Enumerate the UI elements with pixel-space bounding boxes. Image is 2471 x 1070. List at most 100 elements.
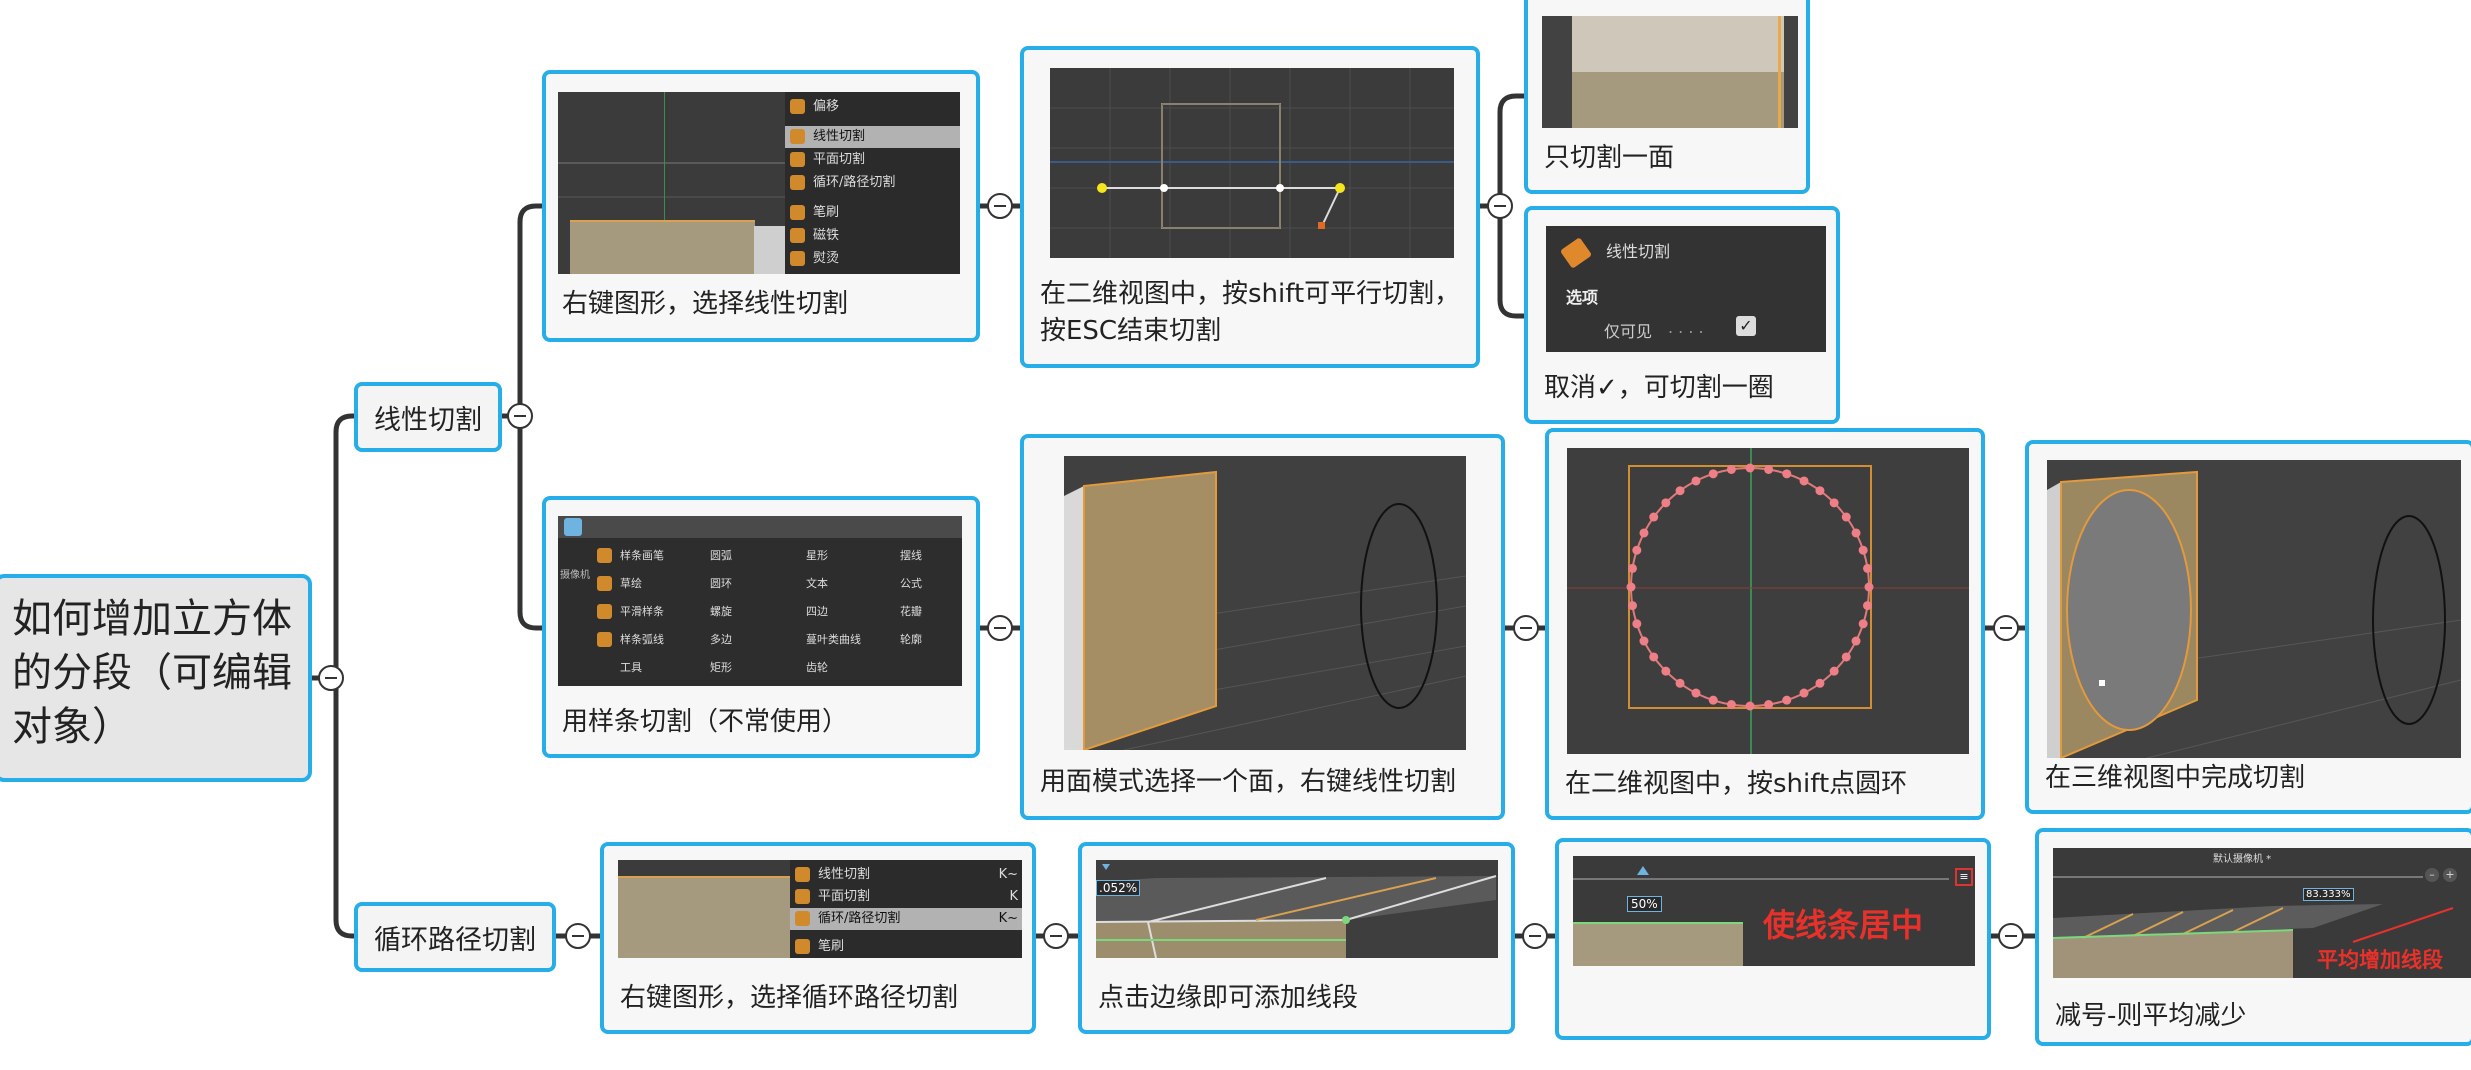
menu-item[interactable]: 四边 <box>778 598 868 626</box>
menu-item[interactable]: 星形 <box>778 542 868 570</box>
menu-item[interactable]: 轮廓 <box>872 626 962 654</box>
card-click-edge-add[interactable]: .052% 点击边缘即可添加线段 <box>1078 842 1515 1034</box>
menu-item-selected[interactable]: 线性切割 <box>785 126 960 148</box>
card-right-click-linear-cut[interactable]: 偏移 线性切割 平面切割 循环/路径切割 笔刷 磁铁 熨烫 右键图形，选择线性切… <box>542 70 980 342</box>
slider-marker[interactable] <box>1637 866 1649 875</box>
circle-point <box>1859 619 1868 628</box>
card-caption: 减号-则平均减少 <box>2055 998 2459 1035</box>
screenshot-one-face <box>1542 16 1798 128</box>
card-minus-reduce[interactable]: 默认摄像机 * – + 83.333% 平均增加线段 减号-则平均减少 <box>2035 828 2471 1046</box>
collapse-button[interactable] <box>507 403 533 429</box>
menu-item[interactable]: 圆弧 <box>682 542 764 570</box>
knife-icon <box>790 129 805 144</box>
menu-item[interactable]: 熨烫 <box>785 248 960 270</box>
screenshot-spline-menu: 摄像机 样条画笔 草绘 平滑样条 样条弧线工具 圆弧 圆环 螺旋 多边 矩形 星… <box>558 516 962 686</box>
menu-item[interactable]: 文本 <box>778 570 868 598</box>
circle-point <box>1815 486 1824 495</box>
magnet-icon <box>790 228 805 243</box>
circle-point <box>1815 679 1824 688</box>
card-3d-finish-cut[interactable]: 在三维视图中完成切割 <box>2025 440 2471 814</box>
circle-point <box>1842 513 1851 522</box>
menu-item[interactable]: 样条弧线工具 <box>592 626 674 654</box>
card-caption: 在二维视图中，按shift可平行切割，按ESC结束切割 <box>1040 276 1464 350</box>
topic-loop-cut[interactable]: 循环路径切割 <box>354 902 556 972</box>
menu-item[interactable]: 草绘 <box>592 570 674 598</box>
card-2d-circle[interactable]: 在二维视图中，按shift点圆环 <box>1545 428 1985 820</box>
knife-icon <box>795 867 810 882</box>
menu-item[interactable]: 公式 <box>872 570 962 598</box>
circle-point <box>1676 679 1685 688</box>
circle-point <box>1852 637 1861 646</box>
card-caption: 右键图形，选择线性切割 <box>562 286 964 323</box>
card-center-line[interactable]: ≡ 50% 使线条居中 <box>1555 838 1991 1040</box>
tool-name: 线性切割 <box>1606 238 1670 262</box>
menu-item[interactable]: 圆环 <box>682 570 764 598</box>
circle-point <box>1746 702 1755 711</box>
card-caption: 用样条切割（不常使用） <box>562 704 964 741</box>
menu-item[interactable]: 磁铁 <box>785 225 960 247</box>
menu-item[interactable]: 蔓叶类曲线 <box>778 626 868 654</box>
checkbox-visible-only[interactable]: ✓ <box>1736 316 1756 336</box>
menu-item[interactable]: 平滑样条 <box>592 598 674 626</box>
circle-point <box>1764 700 1773 709</box>
card-spline-cut[interactable]: 摄像机 样条画笔 草绘 平滑样条 样条弧线工具 圆弧 圆环 螺旋 多边 矩形 星… <box>542 496 980 758</box>
plane-cut-icon <box>795 889 810 904</box>
card-caption: 用面模式选择一个面，右键线性切割 <box>1040 764 1489 801</box>
circle-point <box>1632 546 1641 555</box>
menu-item[interactable]: 矩形 <box>682 654 764 682</box>
collapse-button[interactable] <box>1993 615 2019 641</box>
circle-point <box>1863 601 1872 610</box>
card-cut-loop-option[interactable]: 线性切割 选项 仅可见 . . . . ✓ 取消✓，可切割一圈 <box>1524 206 1840 424</box>
collapse-button[interactable] <box>987 193 1013 219</box>
percentage-label: 50% <box>1627 896 1662 912</box>
cube-shape <box>618 876 808 958</box>
collapse-button[interactable] <box>1522 923 1548 949</box>
side-label: 摄像机 <box>560 566 590 581</box>
card-face-mode-cut[interactable]: 用面模式选择一个面，右键线性切割 <box>1020 434 1505 820</box>
context-menu: 偏移 线性切割 平面切割 循环/路径切割 笔刷 磁铁 熨烫 <box>785 92 960 274</box>
menu-icon[interactable]: ≡ <box>1955 868 1973 886</box>
card-2d-parallel-cut[interactable]: 在二维视图中，按shift可平行切割，按ESC结束切割 <box>1020 46 1480 368</box>
circle-point <box>1863 564 1872 573</box>
spline-col-2: 圆弧 圆环 螺旋 多边 矩形 <box>682 542 764 682</box>
menu-item[interactable]: 循环/路径切割 <box>785 172 960 194</box>
menu-item[interactable]: 偏移 <box>785 96 960 118</box>
circle-point <box>1649 513 1658 522</box>
collapse-button[interactable] <box>987 615 1013 641</box>
menu-item[interactable]: 多边 <box>682 626 764 654</box>
collapse-button[interactable] <box>1487 193 1513 219</box>
menu-item[interactable]: 花瓣 <box>872 598 962 626</box>
brush-icon <box>790 205 805 220</box>
menu-item[interactable]: 笔刷 <box>790 936 1022 958</box>
spline-col-4: 摆线 公式 花瓣 轮廓 <box>872 542 962 654</box>
collapse-button[interactable] <box>1998 923 2024 949</box>
menu-item[interactable]: 摆线 <box>872 542 962 570</box>
collapse-button[interactable] <box>1513 615 1539 641</box>
cube-shape <box>570 220 755 274</box>
screenshot-context-menu: 偏移 线性切割 平面切割 循环/路径切割 笔刷 磁铁 熨烫 <box>558 92 960 274</box>
menu-item[interactable]: 齿轮 <box>778 654 868 682</box>
menu-item[interactable]: 笔刷 <box>785 202 960 224</box>
menu-item[interactable]: 样条画笔 <box>592 542 674 570</box>
topic-linear-cut[interactable]: 线性切割 <box>354 382 502 452</box>
collapse-button[interactable] <box>318 665 344 691</box>
menu-item[interactable]: 平面切割 <box>785 149 960 171</box>
circle-point <box>1709 696 1718 705</box>
collapse-button[interactable] <box>1043 923 1069 949</box>
circle-point <box>1627 583 1636 592</box>
menu-item[interactable]: 螺旋 <box>682 598 764 626</box>
root-topic[interactable]: 如何增加立方体的分段（可编辑对象） <box>0 574 312 782</box>
annotation-text: 平均增加线段 <box>2317 944 2443 974</box>
loop-cut-icon <box>795 911 810 926</box>
circle-point <box>1727 700 1736 709</box>
circle-point <box>1764 465 1773 474</box>
card-cut-one-face[interactable]: 只切割一面 <box>1524 0 1810 194</box>
collapse-button[interactable] <box>565 923 591 949</box>
plane-cut-icon <box>790 152 805 167</box>
circle-point <box>1800 689 1809 698</box>
circle-point <box>1865 583 1874 592</box>
